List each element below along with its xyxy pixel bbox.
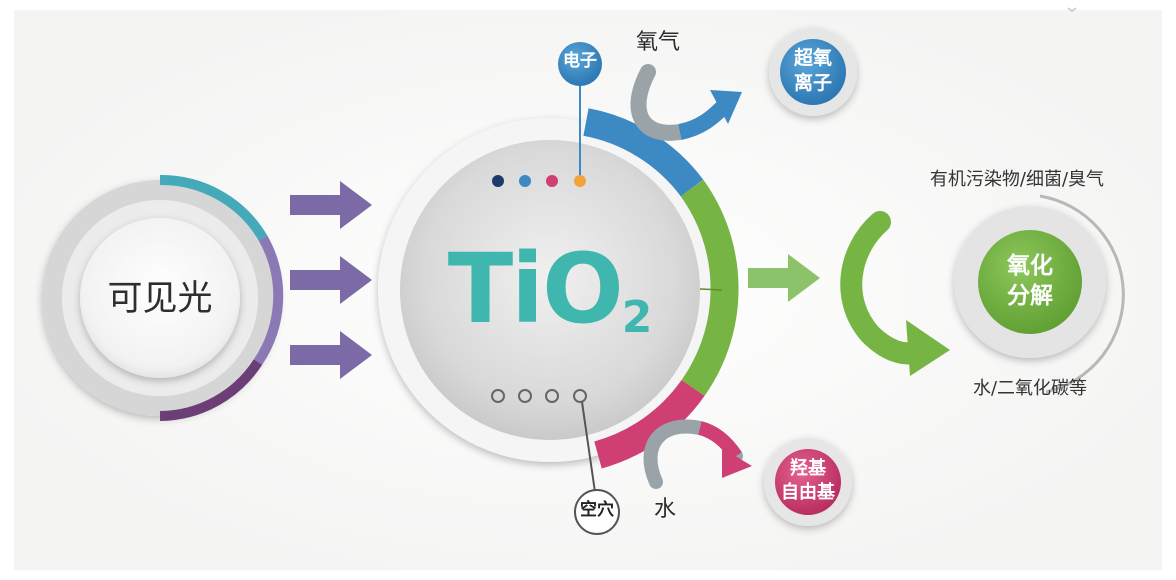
- oxygen-arrow-head: [710, 90, 742, 124]
- water-arrow: [643, 419, 752, 489]
- hole-label: 空穴: [580, 500, 614, 520]
- oxidation-curve-shaft: [840, 211, 929, 365]
- oxidation-node: [954, 194, 1125, 394]
- hydroxyl-node: [764, 438, 852, 526]
- superoxide-label-line2: 离子: [793, 72, 832, 94]
- corner-mark: [1067, 7, 1077, 12]
- superoxide-node: [769, 28, 857, 116]
- tio2-subscript: 2: [621, 292, 653, 343]
- electron-label: 电子: [563, 51, 597, 71]
- hole-badge: [574, 489, 620, 535]
- electron-dot-orange: [574, 175, 586, 187]
- hydroxyl-label-line2: 自由基: [781, 482, 835, 503]
- water-arrow-head: [722, 448, 752, 478]
- hole-circle-4: [573, 389, 587, 403]
- electron-dot-blue: [519, 175, 531, 187]
- light-arc-plum: [159, 359, 263, 421]
- purple-arrow-top: [290, 181, 372, 229]
- superoxide-ball: [780, 39, 846, 105]
- light-arc-purple: [253, 235, 284, 365]
- water-arrow-shaft-pink: [697, 421, 742, 461]
- oxygen-arrow: [630, 64, 742, 141]
- visible-light-node: [42, 174, 284, 421]
- products-label: 水/二氧化碳等: [972, 378, 1088, 399]
- purple-arrow-middle: [290, 256, 372, 304]
- oxidation-label-line2: 分解: [1007, 283, 1053, 309]
- electron-dot-pink: [546, 175, 558, 187]
- oxidation-outer-arc: [1039, 194, 1125, 394]
- water-label: 水: [653, 497, 676, 522]
- hole-callout: [574, 401, 620, 535]
- hole-leader-line: [581, 401, 596, 493]
- light-inner-disc: [80, 218, 240, 378]
- light-arrows: [290, 181, 372, 379]
- electron-badge: [558, 42, 602, 86]
- tio2-node: [378, 108, 739, 469]
- hydroxyl-label-line1: 羟基: [790, 458, 826, 479]
- oxidation-label-line1: 氧化: [1007, 253, 1053, 279]
- hole-circle-1: [491, 389, 505, 403]
- tio2-formula: TiO2: [420, 232, 680, 347]
- oxygen-label: 氧气: [635, 30, 680, 55]
- hole-circle-2: [518, 389, 532, 403]
- green-arrow: [748, 254, 820, 302]
- visible-light-label: 可见光: [107, 279, 213, 319]
- oxidation-curve-head: [906, 320, 950, 376]
- oxidation-curve-arrow: [840, 211, 950, 376]
- tio2-arc-pink: [593, 379, 705, 469]
- oxidation-ball: [978, 230, 1082, 334]
- pollutants-label: 有机污染物/细菌/臭气: [929, 169, 1105, 190]
- superoxide-label-line1: 超氧: [793, 47, 832, 69]
- tio2-sphere: [400, 140, 700, 440]
- tio2-arc-blue: [583, 108, 704, 197]
- tio2-main-text: TiO: [447, 233, 624, 345]
- electron-dot-navy: [492, 175, 504, 187]
- hole-circle-3: [545, 389, 559, 403]
- oxygen-arrow-shaft-blue: [678, 102, 728, 140]
- light-arc-teal: [159, 174, 268, 241]
- purple-arrow-bottom: [290, 331, 372, 379]
- hydroxyl-ball: [775, 449, 841, 515]
- electron-callout: [558, 42, 602, 175]
- tio2-arc-green: [680, 179, 739, 397]
